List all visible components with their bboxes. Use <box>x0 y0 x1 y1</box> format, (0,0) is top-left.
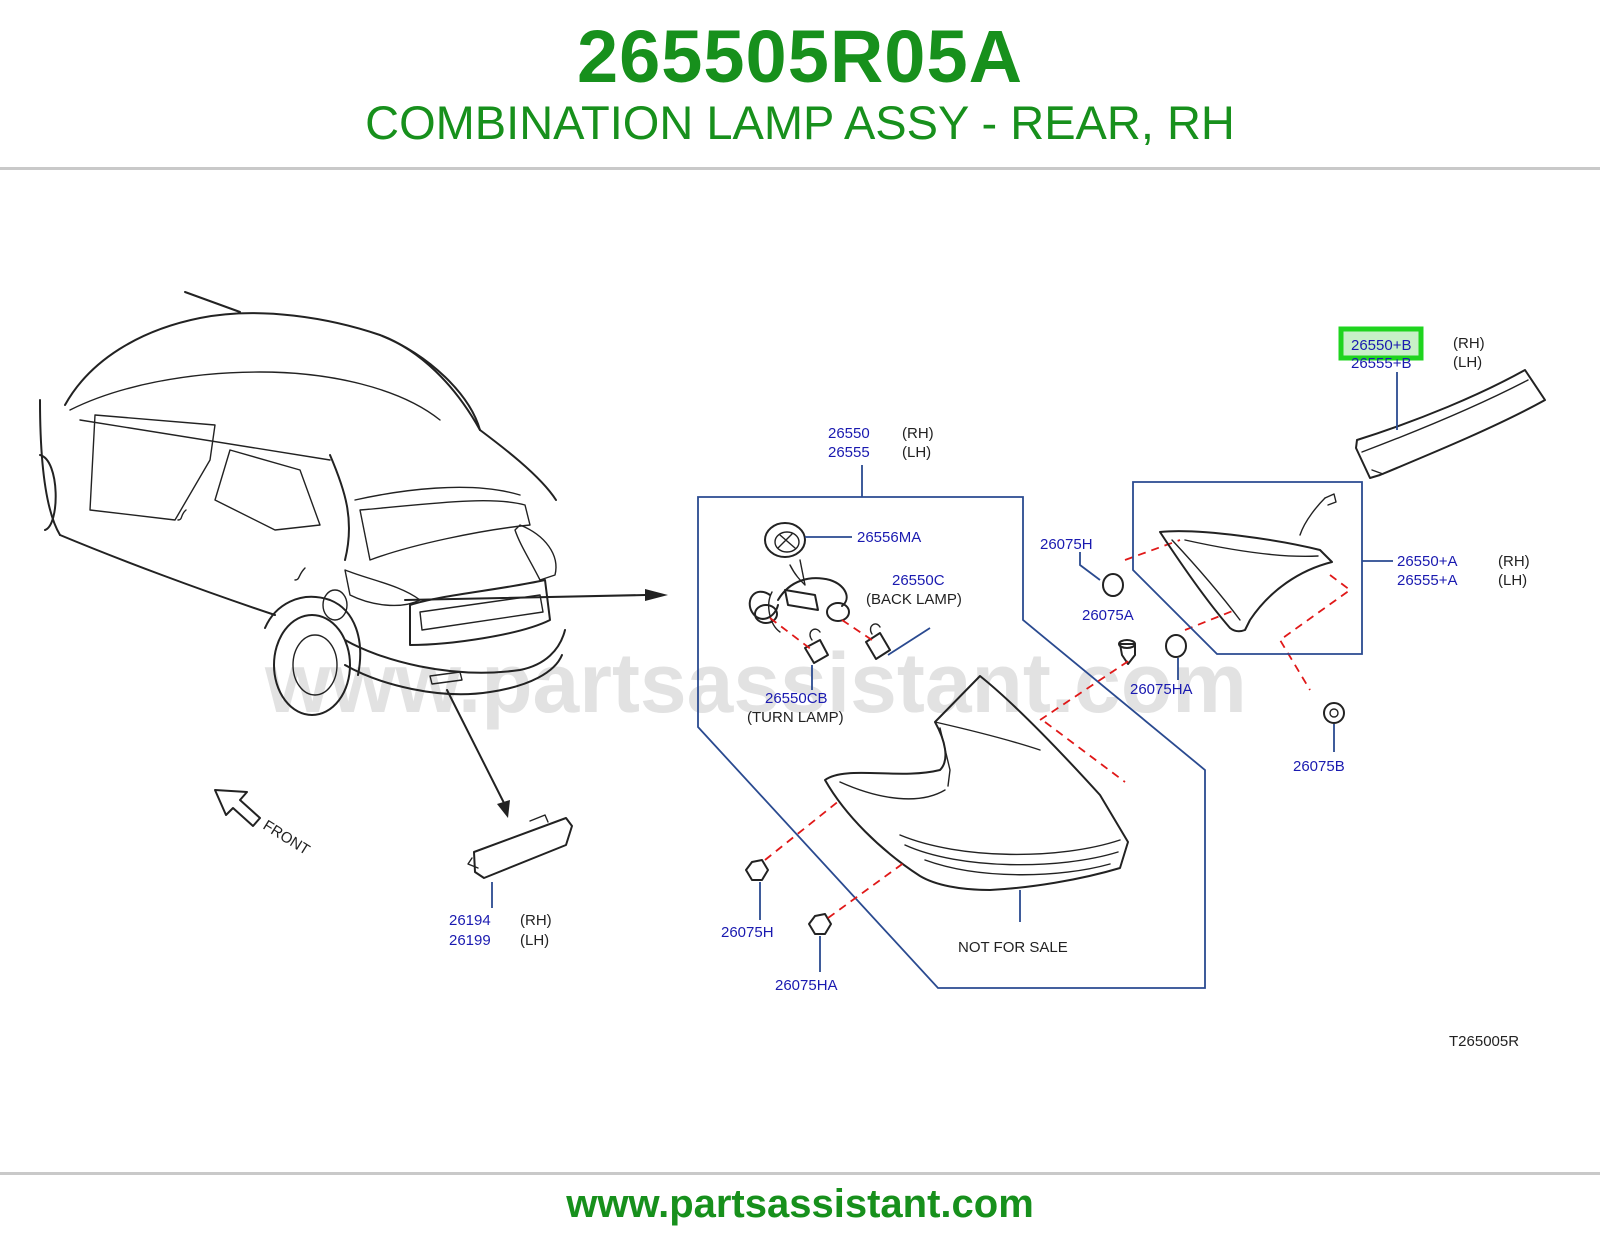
footer-divider <box>0 1172 1600 1175</box>
label-back-lamp: (BACK LAMP) <box>866 591 962 608</box>
figure-code: T265005R <box>1449 1033 1519 1050</box>
callout-frame-26550a <box>1132 481 1363 655</box>
label-26550a: 26550+A <box>1397 553 1457 570</box>
label-26199: 26199 <box>449 932 491 949</box>
label-26550cb: 26550CB <box>765 690 828 707</box>
side-marker-lamp <box>467 814 573 908</box>
label-not-for-sale: NOT FOR SALE <box>958 939 1068 956</box>
label-26550a-side: (RH) <box>1498 553 1530 570</box>
lamp-socket-harness <box>748 522 850 633</box>
part-description: COMBINATION LAMP ASSY - REAR, RH <box>365 96 1235 149</box>
label-26555: 26555 <box>828 444 870 461</box>
label-turn-lamp: (TURN LAMP) <box>747 709 844 726</box>
bulbs <box>804 623 891 664</box>
label-26556ma: 26556MA <box>857 529 921 546</box>
label-26194: 26194 <box>449 912 491 929</box>
rear-garnish <box>1355 369 1546 479</box>
label-26550c: 26550C <box>892 572 945 589</box>
callout-frame-26550 <box>697 496 1206 989</box>
footer-website-link[interactable]: www.partsassistant.com <box>566 1182 1034 1226</box>
label-26550: 26550 <box>828 425 870 442</box>
rear-combination-lamp <box>824 675 1129 922</box>
label-26555-side: (LH) <box>902 444 931 461</box>
watermark-text: www.partsassistant.com <box>264 636 1247 730</box>
car-illustration <box>39 291 668 818</box>
fasteners-bottom <box>745 859 832 935</box>
label-26194-side: (RH) <box>520 912 552 929</box>
part-number-title: 265505R05A <box>576 15 1024 98</box>
label-26075h-bottom: 26075H <box>721 924 774 941</box>
label-26555b-side: (LH) <box>1453 354 1482 371</box>
label-26075ha-right: 26075HA <box>1130 681 1193 698</box>
page-header: 265505R05A COMBINATION LAMP ASSY - REAR,… <box>0 0 1600 170</box>
label-26550b-highlighted: 26550+B <box>1351 337 1411 354</box>
label-26075ha-bottom: 26075HA <box>775 977 838 994</box>
label-26555b: 26555+B <box>1351 355 1411 372</box>
label-26550-side: (RH) <box>902 425 934 442</box>
label-26550b-side: (RH) <box>1453 335 1485 352</box>
inner-lamp-assembly <box>1159 493 1337 633</box>
label-26075b: 26075B <box>1293 758 1345 775</box>
front-label: FRONT <box>260 817 313 859</box>
label-26075h-top: 26075H <box>1040 536 1093 553</box>
label-26555a: 26555+A <box>1397 572 1457 589</box>
fasteners-right <box>1102 573 1345 724</box>
label-26075a: 26075A <box>1082 607 1134 624</box>
label-26555a-side: (LH) <box>1498 572 1527 589</box>
highlighted-part-box <box>1338 326 1424 361</box>
front-direction-indicator: FRONT <box>214 789 313 859</box>
label-26199-side: (LH) <box>520 932 549 949</box>
header-divider <box>0 167 1600 170</box>
